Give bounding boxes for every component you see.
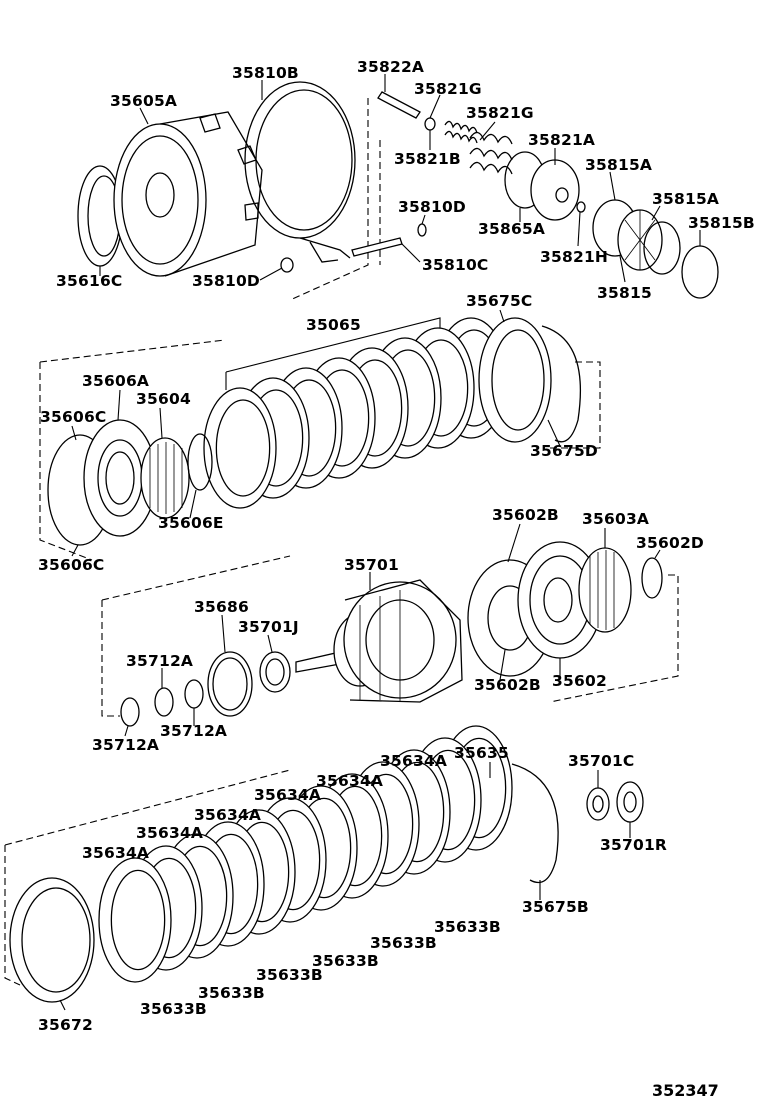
part-35821B-washer[interactable]: [424, 117, 436, 131]
label-35701C[interactable]: 35701C: [568, 752, 635, 770]
part-35815A-o-ring[interactable]: [643, 221, 681, 275]
part-35701J-bearing[interactable]: [259, 651, 291, 693]
label-35821G-large[interactable]: 35821G: [466, 104, 534, 122]
clutch-disc-35633B[interactable]: [98, 857, 172, 983]
label-35634A-6[interactable]: 35634A: [82, 844, 149, 862]
part-35810D-clip-right[interactable]: [417, 223, 427, 237]
label-35635[interactable]: 35635: [454, 744, 509, 762]
label-35634A-5[interactable]: 35634A: [136, 824, 203, 842]
part-35815B-snap-ring[interactable]: [681, 245, 719, 299]
label-35821G-small[interactable]: 35821G: [414, 80, 482, 98]
label-35602B-lower[interactable]: 35602B: [474, 676, 541, 694]
part-35686-ring[interactable]: [207, 651, 253, 717]
label-35616C[interactable]: 35616C: [56, 272, 123, 290]
label-35815[interactable]: 35815: [597, 284, 652, 302]
label-35815A-upper[interactable]: 35815A: [585, 156, 652, 174]
label-35633B-3[interactable]: 35633B: [312, 952, 379, 970]
clutch-plates-35065[interactable]: [203, 317, 508, 509]
label-35821A[interactable]: 35821A: [528, 131, 595, 149]
label-35603A[interactable]: 35603A: [582, 510, 649, 528]
label-35604[interactable]: 35604: [136, 390, 191, 408]
part-35821G-spring-small[interactable]: [444, 120, 478, 144]
label-35865A[interactable]: 35865A: [478, 220, 545, 238]
label-35712A-right[interactable]: 35712A: [160, 722, 227, 740]
part-35675B-snap-ring[interactable]: [511, 763, 559, 884]
part-35603A-spring-retainer[interactable]: [578, 547, 632, 633]
label-35634A-3[interactable]: 35634A: [254, 786, 321, 804]
label-35606E[interactable]: 35606E: [158, 514, 224, 532]
part-35712A-race-2[interactable]: [154, 687, 174, 717]
part-35821A-piston[interactable]: [530, 159, 580, 221]
clutch-plate-35065[interactable]: [203, 387, 277, 509]
label-35606C-upper[interactable]: 35606C: [40, 408, 107, 426]
label-35606C-lower[interactable]: 35606C: [38, 556, 105, 574]
label-35675C[interactable]: 35675C: [466, 292, 533, 310]
drum-band-servo-group: [77, 81, 719, 301]
part-35701-clutch-drum[interactable]: [295, 579, 463, 703]
bottom-clutch-group: [4, 725, 644, 1003]
part-35701C-washer[interactable]: [586, 787, 610, 821]
clutch-pack-35065-group: [39, 317, 601, 561]
part-35712A-race-3[interactable]: [184, 679, 204, 709]
part-35821H-clip[interactable]: [576, 201, 586, 213]
label-35712A-left[interactable]: 35712A: [92, 736, 159, 754]
leader-lines: [59, 74, 701, 1011]
label-35686[interactable]: 35686: [194, 598, 249, 616]
part-35810D-clip[interactable]: [280, 257, 294, 273]
label-35634A-1[interactable]: 35634A: [380, 752, 447, 770]
part-35675C-plate[interactable]: [478, 317, 552, 443]
part-35675D-snap-ring[interactable]: [541, 325, 582, 443]
part-35672-plate[interactable]: [9, 877, 95, 1003]
label-35606A[interactable]: 35606A: [82, 372, 149, 390]
diagram-reference-number: 352347: [652, 1081, 719, 1100]
part-35602D-snap-ring[interactable]: [641, 557, 663, 599]
label-35821B[interactable]: 35821B: [394, 150, 461, 168]
label-35633B-2[interactable]: 35633B: [370, 934, 437, 952]
label-35634A-4[interactable]: 35634A: [194, 806, 261, 824]
part-35604-spring-retainer[interactable]: [140, 437, 190, 519]
part-35822A-rod[interactable]: [377, 91, 421, 119]
part-35701R-washer[interactable]: [616, 781, 644, 823]
label-35633B-4[interactable]: 35633B: [256, 966, 323, 984]
label-35633B-1[interactable]: 35633B: [434, 918, 501, 936]
label-35815B[interactable]: 35815B: [688, 214, 755, 232]
part-35821G-spring-large[interactable]: [469, 131, 513, 175]
label-35810D-left[interactable]: 35810D: [192, 272, 260, 290]
label-35672[interactable]: 35672: [38, 1016, 93, 1034]
label-35602D[interactable]: 35602D: [636, 534, 704, 552]
label-35675D[interactable]: 35675D: [530, 442, 598, 460]
label-35701[interactable]: 35701: [344, 556, 399, 574]
label-35701R[interactable]: 35701R: [600, 836, 667, 854]
label-35821H[interactable]: 35821H: [540, 248, 608, 266]
part-35810B-brake-band[interactable]: [244, 81, 356, 263]
label-35675B[interactable]: 35675B: [522, 898, 589, 916]
label-35633B-6[interactable]: 35633B: [140, 1000, 207, 1018]
part-35606E-snap-ring[interactable]: [187, 433, 213, 491]
label-35822A[interactable]: 35822A: [357, 58, 424, 76]
label-35065[interactable]: 35065: [306, 316, 361, 334]
label-35810D-right[interactable]: 35810D: [398, 198, 466, 216]
label-35634A-2[interactable]: 35634A: [316, 772, 383, 790]
clutch-plates-35634A-35633B[interactable]: [98, 725, 513, 983]
label-35810B[interactable]: 35810B: [232, 64, 299, 82]
part-35712A-race-1[interactable]: [120, 697, 140, 727]
part-35810C-pin[interactable]: [351, 237, 403, 257]
label-35633B-5[interactable]: 35633B: [198, 984, 265, 1002]
label-35712A-top[interactable]: 35712A: [126, 652, 193, 670]
label-35602[interactable]: 35602: [552, 672, 607, 690]
label-35605A[interactable]: 35605A: [110, 92, 177, 110]
part-35605A-drum[interactable]: [113, 111, 263, 277]
clutch-hub-group: [101, 541, 679, 727]
label-35602B-upper[interactable]: 35602B: [492, 506, 559, 524]
label-35810C[interactable]: 35810C: [422, 256, 489, 274]
label-35701J[interactable]: 35701J: [238, 618, 299, 636]
label-35815A-lower[interactable]: 35815A: [652, 190, 719, 208]
part-number-labels: 35605A 35810B 35822A 35821G 35821G 35821…: [38, 58, 755, 1034]
